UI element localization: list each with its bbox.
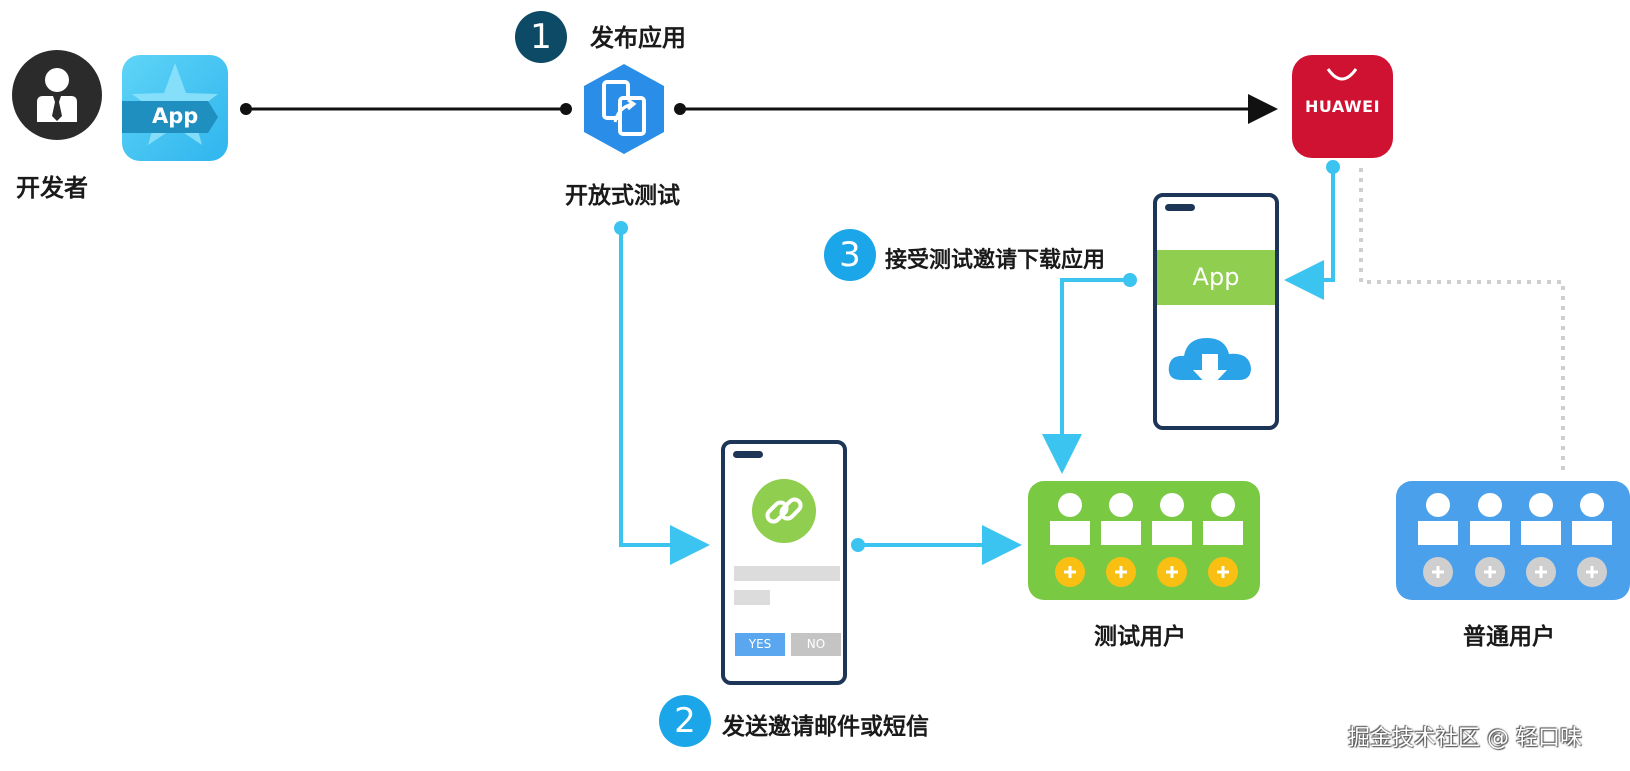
huawei-appgallery-icon: HUAWEI [1292,55,1393,158]
cloud-download-icon [1168,338,1251,388]
normal-users-group [1396,481,1630,600]
normal-user-icons [1418,493,1612,587]
watermark: 掘金技术社区 @ 轻口味 [1348,726,1582,751]
step-2-badge: 2 [659,695,711,747]
developer-icon [37,68,77,122]
huawei-brand-text: HUAWEI [1304,97,1381,116]
no-button[interactable]: NO [791,633,841,656]
line-open-test-to-store [674,94,1278,124]
download-phone: App [1153,193,1279,430]
yes-button[interactable]: YES [735,633,785,656]
line-invite-to-test-users [851,525,1022,565]
open-test-icon [582,64,666,154]
phone-notch [733,451,763,458]
shopping-bag-icon [1326,68,1358,81]
step-1-badge: 1 [515,11,567,63]
invite-phone: YES NO [721,440,847,685]
open-test-label: 开放式测试 [565,183,680,209]
developer-label: 开发者 [16,174,88,202]
message-placeholder-line-1 [734,566,840,581]
test-users-label: 测试用户 [1094,624,1186,650]
line-store-to-normal-users [1359,168,1565,472]
line-app-to-open-test [240,103,572,115]
app-icon: App [122,55,228,161]
step-3-label: 接受测试邀请下载应用 [885,248,1106,273]
normal-users-label: 普通用户 [1463,624,1555,650]
test-user-icons [1050,493,1243,587]
link-icon [752,479,816,543]
download-app-banner: App [1157,250,1275,305]
line-open-test-to-invite [614,221,710,565]
message-placeholder-line-2 [734,590,770,605]
test-users-group [1028,481,1260,600]
line-download-to-test-users [1042,273,1137,474]
developer-avatar [12,50,102,140]
line-store-to-download [1284,160,1340,300]
phone-notch [1165,204,1195,211]
step-3-badge: 3 [824,229,876,281]
step-2-label: 发送邀请邮件或短信 [722,714,929,740]
app-icon-text: App [152,104,199,128]
download-app-label: App [1192,263,1240,291]
step-1-label: 发布应用 [590,24,686,52]
app-star-icon [122,63,218,145]
